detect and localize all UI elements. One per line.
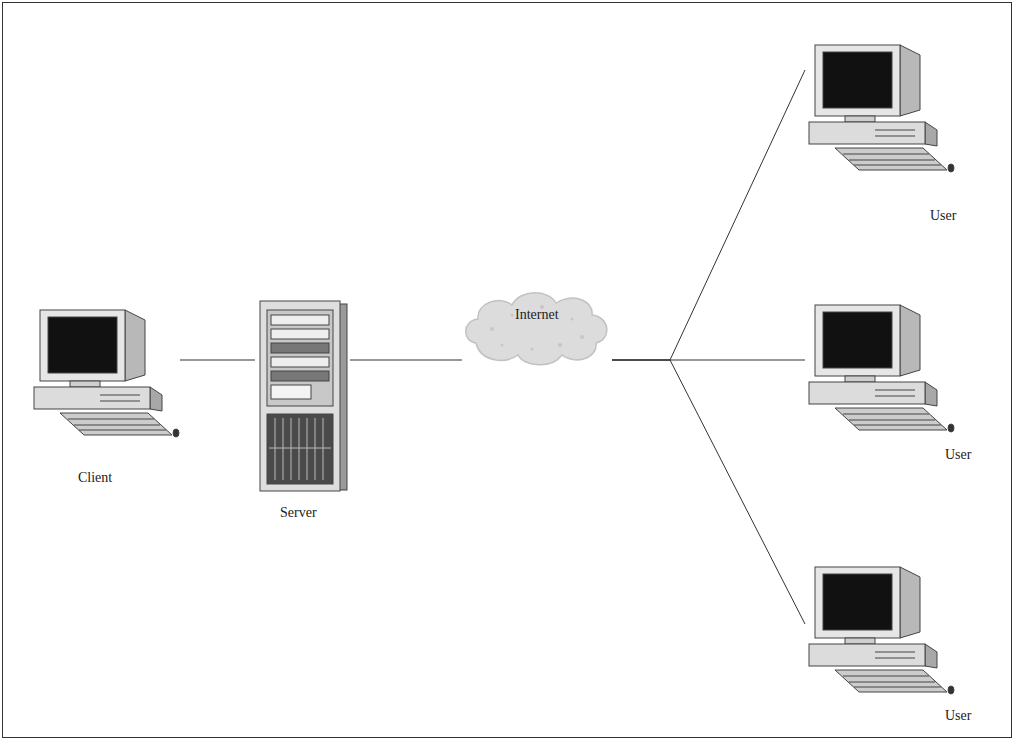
link-line	[612, 360, 805, 624]
node-label: User	[930, 208, 956, 225]
computer-icon	[805, 40, 955, 180]
network-link	[180, 360, 255, 361]
link-line	[612, 70, 805, 360]
network-link	[612, 70, 805, 360]
computer-icon	[805, 562, 955, 702]
cloud-label: Internet	[515, 307, 559, 324]
user-computer: User	[805, 40, 955, 180]
link-line	[180, 360, 255, 361]
server-tower-icon	[255, 300, 350, 492]
node-label: User	[945, 708, 971, 725]
computer-icon	[30, 305, 180, 445]
node-label: Server	[280, 505, 317, 522]
user-computer: User	[805, 562, 955, 702]
internet-cloud	[462, 285, 612, 370]
network-link	[350, 360, 462, 361]
computer-icon	[805, 300, 955, 440]
user-computer: User	[805, 300, 955, 440]
network-link	[612, 360, 805, 624]
node-label: Client	[78, 470, 112, 487]
internet-cloud: Internet	[462, 285, 612, 370]
link-line	[350, 360, 462, 361]
client-computer: Client	[30, 305, 180, 445]
server-tower: Server	[255, 300, 350, 492]
node-label: User	[945, 447, 971, 464]
